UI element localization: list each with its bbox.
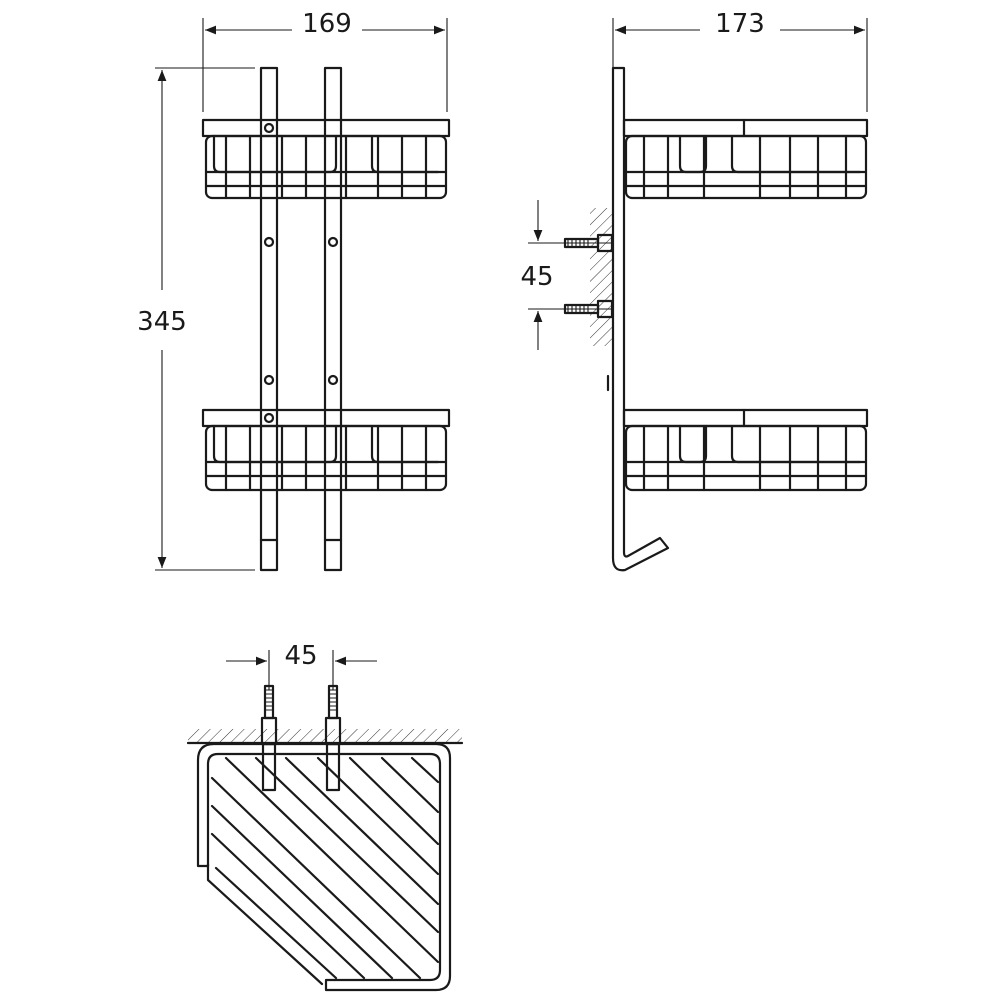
side-back-rail (611, 66, 670, 572)
top-basket (196, 742, 452, 992)
side-screw-lower (563, 299, 614, 319)
wall-rails (259, 66, 343, 572)
top-screw-dimension: 45 (226, 641, 377, 690)
side-width-label: 173 (715, 9, 765, 39)
top-screw-label: 45 (284, 641, 317, 671)
side-wall-hatch (590, 208, 612, 346)
top-basket-wires (210, 756, 440, 980)
front-view: 169 345 (137, 9, 451, 572)
side-screw-upper (563, 233, 614, 253)
front-width-label: 169 (302, 9, 352, 39)
front-upper-basket (201, 118, 451, 200)
top-view: 45 (186, 641, 464, 992)
front-height-label: 345 (137, 307, 187, 337)
side-upper-basket (622, 118, 869, 200)
front-lower-basket (201, 408, 451, 492)
side-screw-label: 45 (520, 262, 553, 292)
side-lower-basket (622, 408, 869, 492)
side-view: 173 45 (520, 9, 869, 572)
side-screw-dimension: 45 (520, 200, 612, 350)
front-height-dimension: 345 (137, 67, 255, 571)
front-width-dimension: 169 (202, 9, 448, 112)
side-width-dimension: 173 (612, 9, 868, 112)
